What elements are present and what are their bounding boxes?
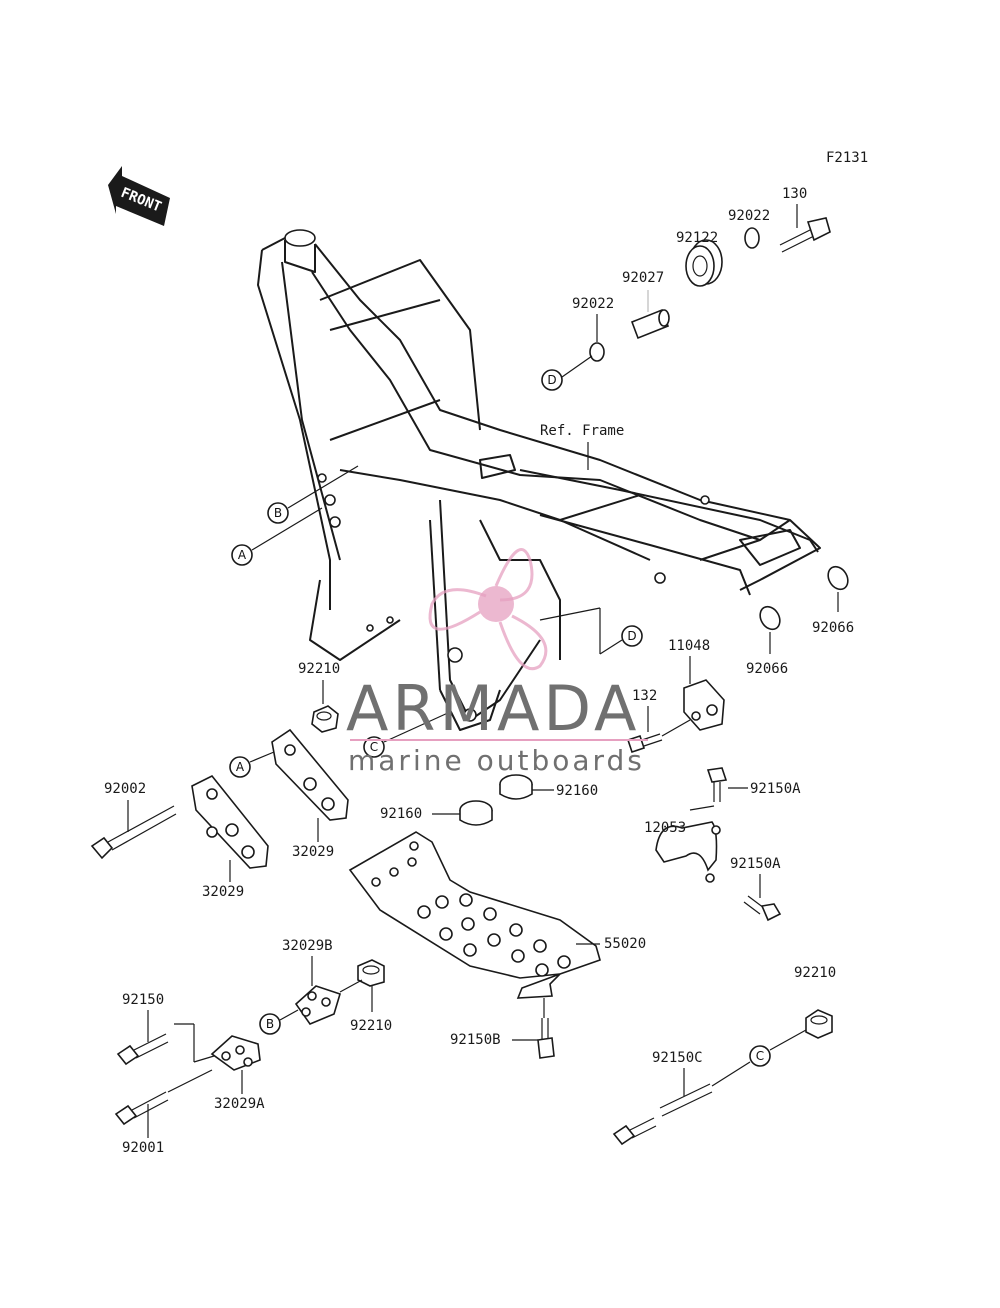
callout-b-frame: B	[267, 502, 289, 524]
bolt-92001	[114, 1091, 169, 1126]
label-92027: 92027	[622, 270, 664, 286]
nut-92210-right	[805, 1009, 833, 1039]
label-92150A-bottom: 92150A	[730, 856, 781, 872]
label-32029A: 32029A	[214, 1096, 265, 1112]
nut-92210-top	[311, 705, 339, 733]
label-12053: 12053	[644, 820, 686, 836]
cap-92066-right	[827, 565, 849, 591]
callout-d-top: D	[541, 369, 563, 391]
plate-32029B	[294, 985, 341, 1025]
label-92002: 92002	[104, 781, 146, 797]
label-32029B: 32029B	[282, 938, 333, 954]
svg-text:A: A	[236, 760, 245, 774]
cap-92066-left	[759, 605, 781, 631]
label-55020: 55020	[604, 936, 646, 952]
svg-text:C: C	[370, 740, 378, 754]
ref-frame-label: Ref. Frame	[540, 423, 624, 439]
label-92150A-top: 92150A	[750, 781, 801, 797]
bolt-130	[779, 217, 831, 253]
label-92150C: 92150C	[652, 1050, 703, 1066]
armada-watermark-logo	[350, 548, 648, 741]
label-130: 130	[782, 186, 807, 202]
motorcycle-frame	[257, 229, 821, 731]
grommet-92160-right	[499, 774, 533, 800]
plate-32029-left	[191, 774, 269, 869]
label-32029-left: 32029	[202, 884, 244, 900]
bolt-92002	[90, 805, 177, 860]
label-92001: 92001	[122, 1140, 164, 1156]
label-92210-right: 92210	[794, 965, 836, 981]
label-92210-mid: 92210	[350, 1018, 392, 1034]
svg-text:C: C	[756, 1049, 764, 1063]
bushing-92122	[685, 239, 723, 287]
label-92066-right: 92066	[812, 620, 854, 636]
figure-code: F2131	[826, 150, 868, 166]
svg-text:B: B	[274, 506, 282, 520]
bracket-11048	[683, 679, 725, 731]
callout-a-plate: A	[229, 756, 251, 778]
label-132: 132	[632, 688, 657, 704]
svg-text:A: A	[238, 548, 247, 562]
callout-c-frame: C	[363, 736, 385, 758]
skid-plate-55020	[348, 831, 601, 999]
label-32029-right: 32029	[292, 844, 334, 860]
callout-c-lower: C	[749, 1045, 771, 1067]
svg-text:D: D	[627, 629, 636, 643]
plate-32029A	[210, 1035, 261, 1071]
label-11048: 11048	[668, 638, 710, 654]
washer-92022-top	[744, 227, 760, 249]
watermark-brand: ARMADA	[346, 672, 640, 745]
label-92122: 92122	[676, 230, 718, 246]
label-92066-left: 92066	[746, 661, 788, 677]
callout-a-frame: A	[231, 544, 253, 566]
callout-d-bottom: D	[621, 625, 643, 647]
bolt-92150B	[537, 1018, 555, 1059]
bolt-92150	[116, 1033, 169, 1066]
watermark-subtitle: marine outboards	[348, 744, 645, 777]
label-92022-mid: 92022	[572, 296, 614, 312]
label-92160-left: 92160	[380, 806, 422, 822]
clamp-12053	[655, 821, 721, 883]
plate-32029-right	[271, 728, 349, 821]
label-92150B: 92150B	[450, 1032, 501, 1048]
washer-92022-mid	[589, 342, 605, 362]
label-92210-top: 92210	[298, 661, 340, 677]
callout-b-lower: B	[259, 1013, 281, 1035]
bolt-92150C	[612, 1083, 713, 1146]
front-arrow-icon: FRONT	[108, 166, 170, 226]
label-92150: 92150	[122, 992, 164, 1008]
bolt-92150A-bottom	[743, 895, 782, 922]
nut-92210-mid	[357, 959, 385, 987]
svg-text:B: B	[266, 1017, 274, 1031]
label-92022-top: 92022	[728, 208, 770, 224]
svg-text:D: D	[547, 373, 556, 387]
bolt-92150A-top	[706, 767, 728, 802]
label-92160-right: 92160	[556, 783, 598, 799]
collar-92027	[630, 308, 670, 340]
grommet-92160-left	[459, 800, 493, 826]
